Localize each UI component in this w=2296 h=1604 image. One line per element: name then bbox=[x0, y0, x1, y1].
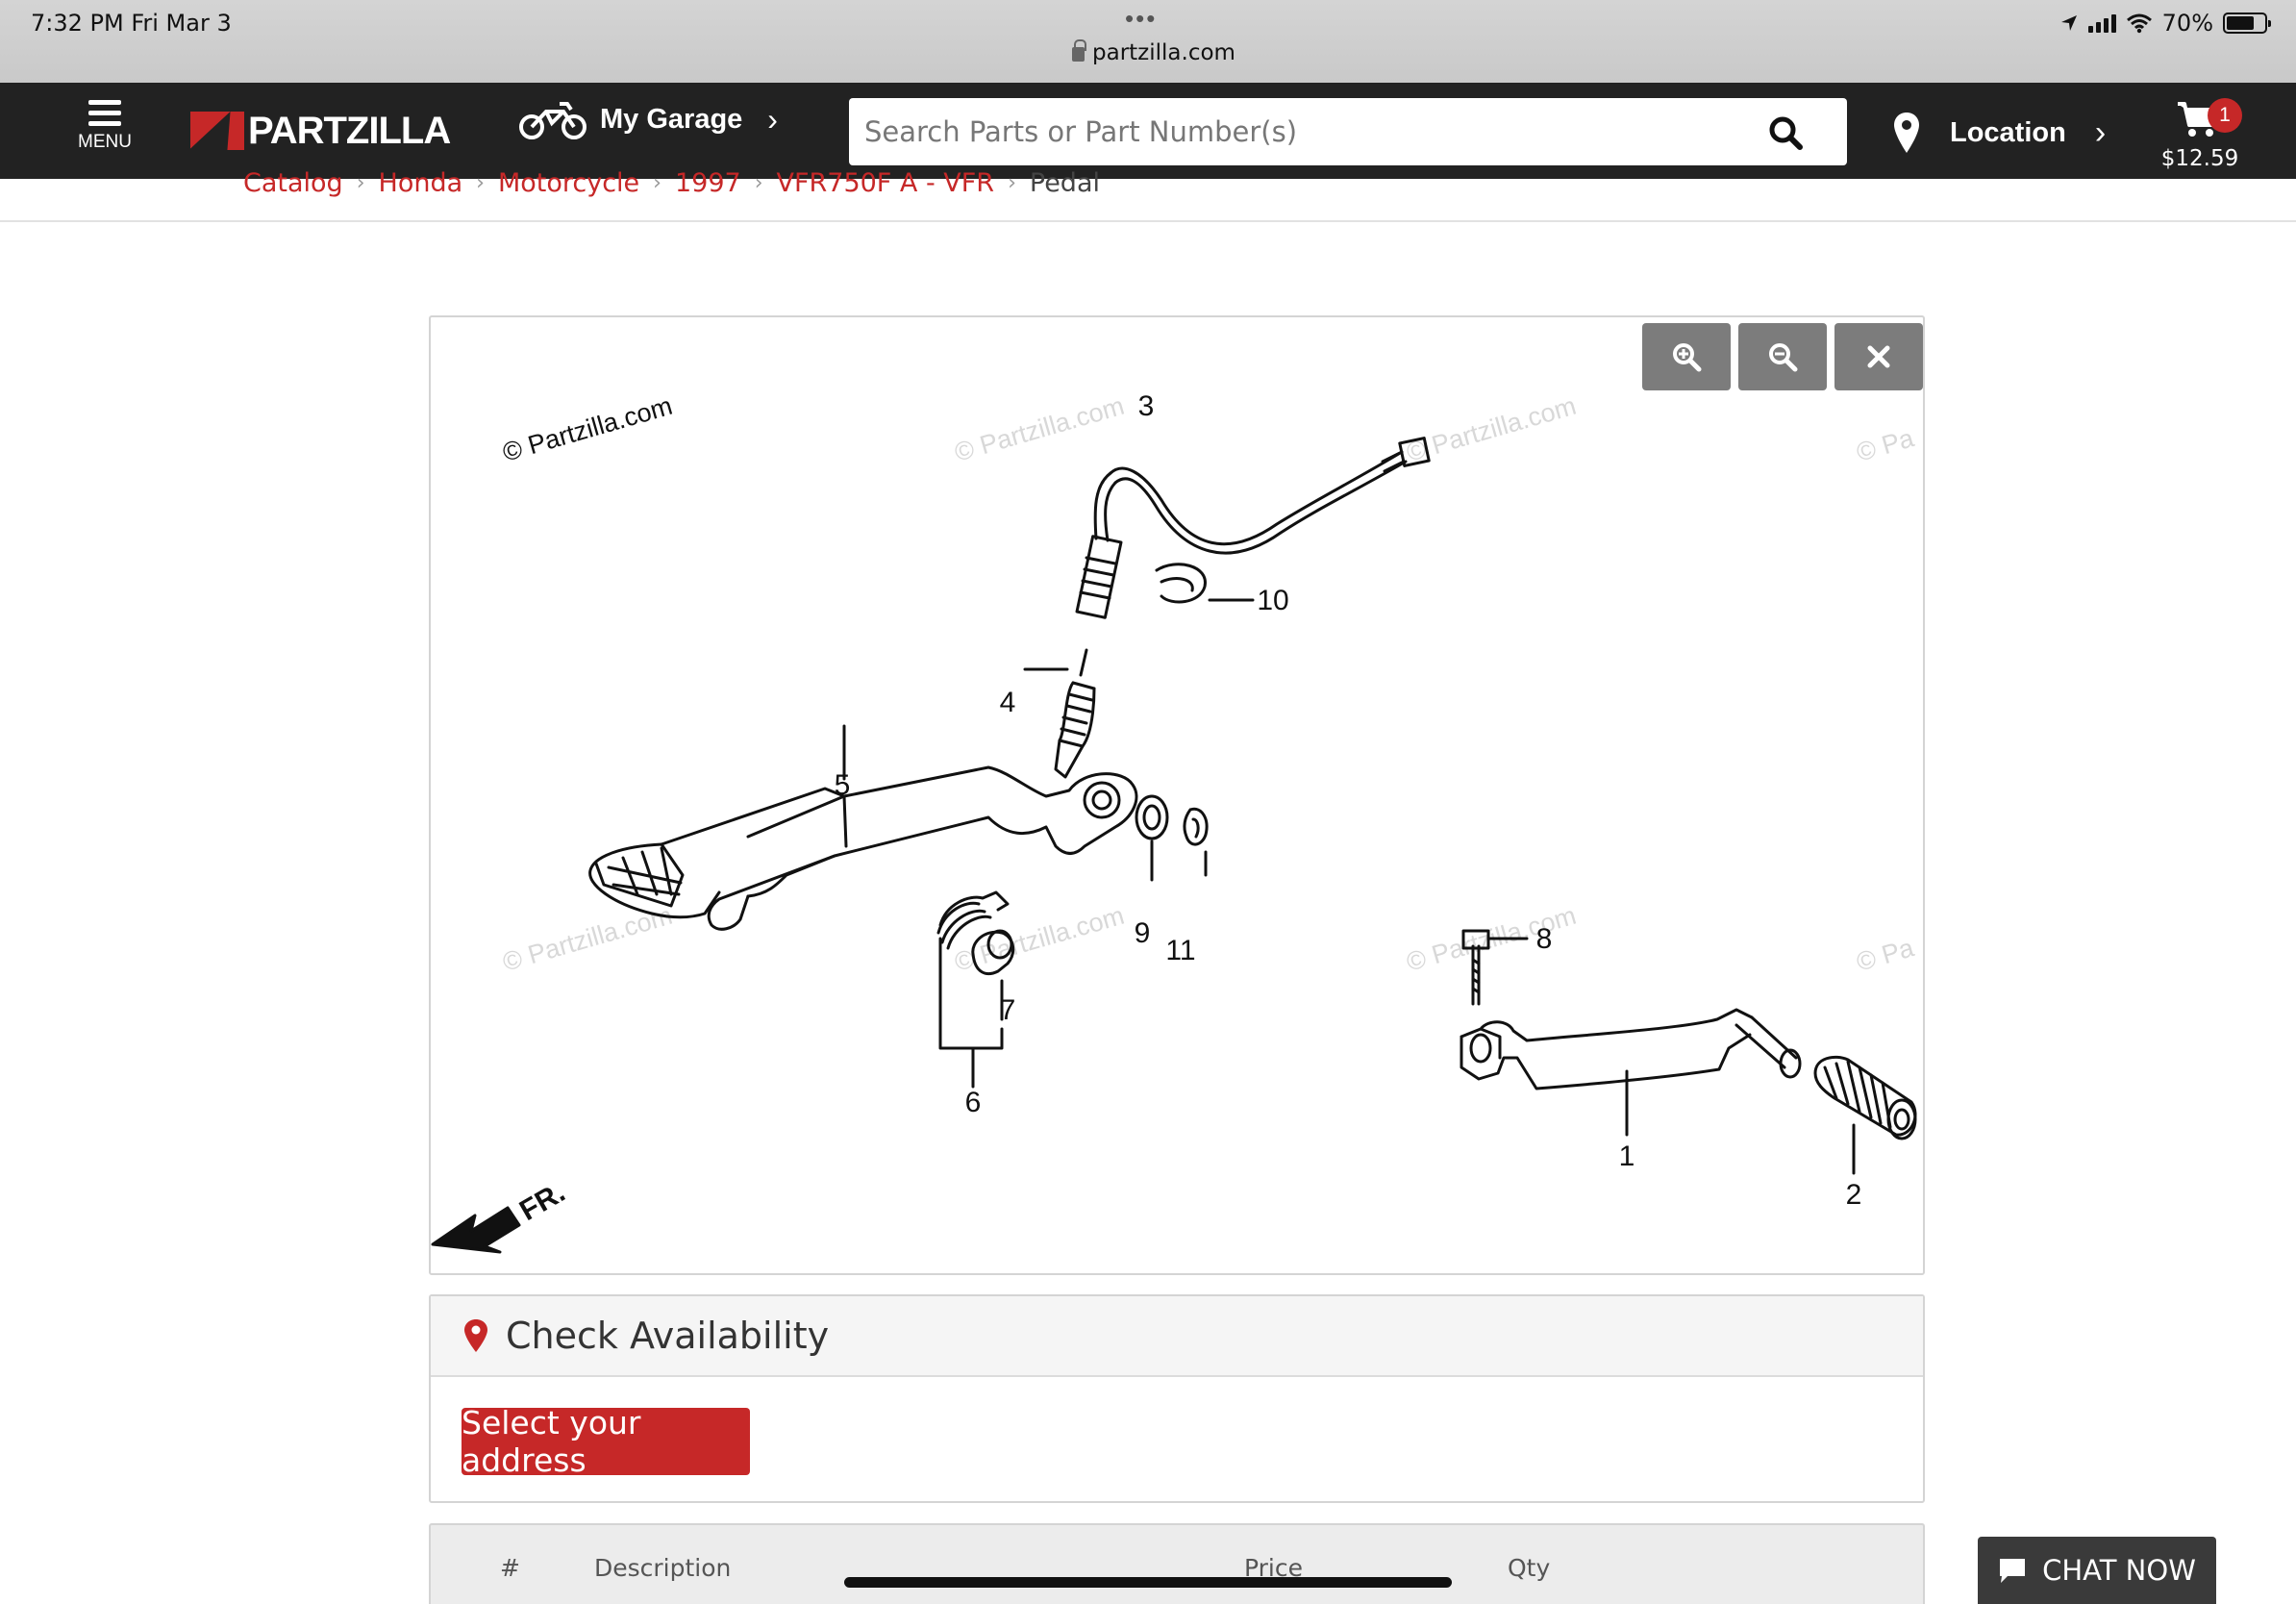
logo-mark-icon bbox=[190, 112, 244, 150]
parts-diagram[interactable]: © Partzilla.com © Partzilla.com © Partzi… bbox=[429, 315, 1925, 1275]
callout-5[interactable]: 5 bbox=[835, 769, 851, 801]
cart-button[interactable]: 1 $12.59 bbox=[2159, 90, 2242, 171]
chevron-right-icon: › bbox=[356, 170, 365, 195]
parts-table-header: # Description Price Qty bbox=[429, 1523, 1925, 1604]
pedal-diagram-image[interactable]: © Partzilla.com © Partzilla.com © Partzi… bbox=[431, 317, 1923, 1273]
chevron-right-icon: › bbox=[476, 170, 485, 195]
location-arrow-icon bbox=[2060, 15, 2077, 31]
chevron-right-icon: › bbox=[2094, 113, 2107, 151]
more-dots-icon[interactable]: ••• bbox=[1125, 4, 1158, 33]
callout-10[interactable]: 10 bbox=[1257, 585, 1288, 616]
menu-label: MENU bbox=[78, 132, 132, 152]
chevron-right-icon: › bbox=[767, 101, 778, 137]
column-number: # bbox=[500, 1554, 520, 1582]
map-pin-icon bbox=[464, 1319, 487, 1352]
breadcrumb-current: Pedal bbox=[1029, 167, 1100, 198]
logo-text: PARTZILLA bbox=[248, 109, 451, 152]
watermark-text: © Pa bbox=[1853, 933, 1917, 977]
search-input[interactable] bbox=[849, 98, 1714, 165]
callout-9[interactable]: 9 bbox=[1135, 917, 1151, 949]
watermark-text: © Partzilla.com bbox=[499, 391, 675, 467]
diagram-zoom-toolbar bbox=[1642, 323, 1923, 390]
callout-8[interactable]: 8 bbox=[1536, 923, 1553, 955]
watermark-text: © Partzilla.com bbox=[951, 391, 1127, 467]
callout-11[interactable]: 11 bbox=[1165, 935, 1195, 966]
status-indicators: 70% bbox=[2059, 10, 2271, 37]
callout-4[interactable]: 4 bbox=[1000, 687, 1016, 718]
motorcycle-icon bbox=[519, 102, 586, 139]
lock-icon bbox=[1072, 39, 1086, 62]
column-description: Description bbox=[594, 1554, 732, 1582]
battery-icon bbox=[2223, 13, 2271, 34]
breadcrumb-model[interactable]: VFR750F A - VFR bbox=[776, 167, 995, 198]
breadcrumb-catalog[interactable]: Catalog bbox=[243, 167, 343, 198]
zoom-in-button[interactable] bbox=[1642, 323, 1731, 390]
breadcrumb-year[interactable]: 1997 bbox=[674, 167, 741, 198]
watermark-text: © Partzilla.com bbox=[1403, 391, 1579, 467]
search-bar bbox=[849, 98, 1847, 165]
hamburger-icon bbox=[88, 100, 121, 126]
battery-percent: 70% bbox=[2161, 10, 2213, 37]
zoom-out-button[interactable] bbox=[1738, 323, 1827, 390]
availability-title: Check Availability bbox=[506, 1315, 830, 1357]
my-garage-link[interactable]: My Garage › bbox=[517, 90, 778, 148]
callout-6[interactable]: 6 bbox=[965, 1087, 982, 1118]
menu-button[interactable]: MENU bbox=[72, 100, 137, 167]
breadcrumb: Catalog › Honda › Motorcycle › 1997 › VF… bbox=[243, 165, 1100, 200]
url-text: partzilla.com bbox=[1092, 40, 1235, 65]
column-qty: Qty bbox=[1508, 1554, 1551, 1582]
url-bar[interactable]: partzilla.com bbox=[1072, 39, 1235, 65]
zoom-out-icon bbox=[1769, 343, 1798, 372]
divider bbox=[0, 220, 2296, 222]
close-icon bbox=[1867, 345, 1890, 368]
front-direction-label: FR. bbox=[514, 1176, 570, 1227]
breadcrumb-honda[interactable]: Honda bbox=[378, 167, 463, 198]
chat-now-button[interactable]: CHAT NOW bbox=[1978, 1537, 2216, 1604]
chevron-right-icon: › bbox=[1008, 170, 1016, 195]
map-pin-icon bbox=[1894, 113, 1919, 153]
callout-1[interactable]: 1 bbox=[1619, 1140, 1635, 1172]
zoom-in-icon bbox=[1673, 343, 1702, 372]
chevron-right-icon: › bbox=[653, 170, 661, 195]
status-time: 7:32 PM Fri Mar 3 bbox=[31, 10, 232, 37]
cellular-signal-icon bbox=[2087, 13, 2116, 33]
wifi-icon bbox=[2126, 13, 2152, 34]
home-indicator[interactable] bbox=[844, 1577, 1452, 1588]
location-label: Location bbox=[1950, 116, 2066, 148]
partzilla-logo[interactable]: PARTZILLA bbox=[190, 109, 451, 152]
breadcrumb-motorcycle[interactable]: Motorcycle bbox=[497, 167, 640, 198]
watermark-text: © Pa bbox=[1853, 423, 1917, 467]
check-availability-panel: Check Availability Select your address bbox=[429, 1294, 1925, 1503]
select-address-button[interactable]: Select your address bbox=[462, 1404, 750, 1479]
chat-bubble-icon bbox=[2000, 1559, 2026, 1583]
cart-total: $12.59 bbox=[2160, 146, 2239, 171]
callout-2[interactable]: 2 bbox=[1846, 1179, 1862, 1211]
callout-3[interactable]: 3 bbox=[1138, 390, 1155, 422]
chevron-right-icon: › bbox=[754, 170, 763, 195]
ios-status-bar: 7:32 PM Fri Mar 3 ••• partzilla.com 70% bbox=[0, 0, 2296, 83]
search-icon[interactable] bbox=[1768, 115, 1803, 150]
main-navbar: MENU PARTZILLA My Garage › Location › bbox=[0, 83, 2296, 179]
close-diagram-button[interactable] bbox=[1834, 323, 1923, 390]
garage-label: My Garage bbox=[600, 103, 743, 135]
location-link[interactable]: Location › bbox=[1892, 104, 2106, 162]
cart-count-badge: 1 bbox=[2208, 98, 2242, 133]
availability-header: Check Availability bbox=[431, 1296, 1923, 1377]
chat-label: CHAT NOW bbox=[2042, 1554, 2196, 1587]
callout-7[interactable]: 7 bbox=[1000, 994, 1016, 1026]
